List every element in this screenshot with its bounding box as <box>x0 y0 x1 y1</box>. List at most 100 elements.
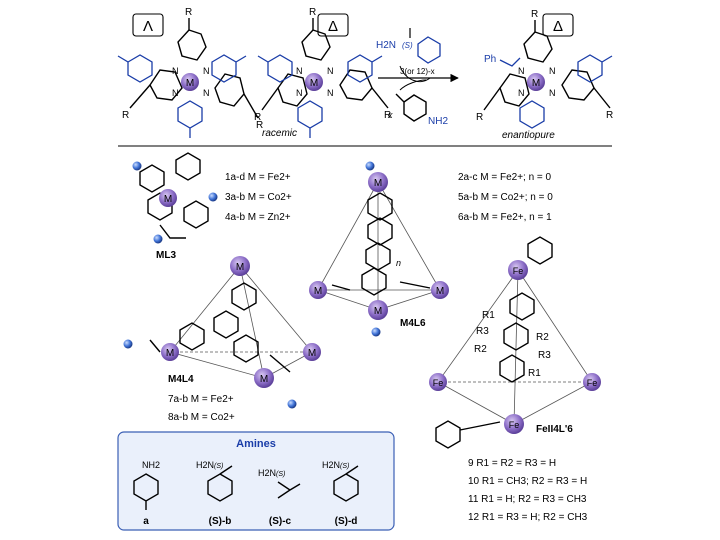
metal-center <box>305 73 323 91</box>
metal-center <box>181 73 199 91</box>
r-substituent: R3 <box>476 326 489 337</box>
series-line: 12 R1 = R3 = H; R2 = CH3 <box>468 512 588 523</box>
svg-text:Fe: Fe <box>433 378 444 388</box>
amine-label: a <box>143 516 149 527</box>
svg-text:(S): (S) <box>340 463 349 470</box>
m4l4-label: M4L4 <box>168 374 194 385</box>
ball-icon <box>287 399 297 409</box>
svg-text:N: N <box>296 88 303 98</box>
top-scheme: Λ Δ Δ R R R N N N N M <box>117 7 613 141</box>
svg-text:M: M <box>308 348 316 359</box>
amine-label: (S)-d <box>335 516 358 527</box>
m4l4-compound-list: 7a-b M = Fe2+ 8a-b M = Co2+ <box>168 394 235 423</box>
svg-text:M: M <box>164 194 172 205</box>
fe-metal <box>429 373 447 391</box>
r-series-list: 9 R1 = R2 = R3 = H 10 R1 = CH3; R2 = R3 … <box>468 458 588 523</box>
lambda-box <box>132 13 164 37</box>
cage-metal <box>161 343 179 361</box>
m4l4-line: 7a-b M = Fe2+ <box>168 394 234 405</box>
svg-text:N: N <box>327 66 334 76</box>
reagent-equiv: 3(or 12)-x <box>400 67 435 76</box>
m4l6-label: M4L6 <box>400 318 426 329</box>
reaction-arrow: H2N (S) 3(or 12)-x x NH2 <box>376 28 459 127</box>
svg-text:M: M <box>374 178 382 189</box>
fe4l6-label: FeII4L'6 <box>536 424 573 435</box>
metal-center <box>527 73 545 91</box>
svg-text:M: M <box>236 262 244 273</box>
svg-text:N: N <box>518 88 525 98</box>
svg-text:R: R <box>384 110 391 121</box>
fe-metal <box>504 414 524 434</box>
svg-text:R: R <box>531 9 538 20</box>
delta-product-label: Δ <box>553 18 563 35</box>
m4l6-structure: M M M M n M4L6 <box>309 161 449 337</box>
svg-text:M: M <box>374 306 382 317</box>
complex-lambda: R R R N N N N M <box>117 7 263 138</box>
cage-metal <box>309 281 327 299</box>
svg-text:H2N: H2N <box>258 468 276 478</box>
reagent-nh2: NH2 <box>428 116 448 127</box>
svg-text:Fe: Fe <box>509 420 520 430</box>
enantiopure-caption: enantiopure <box>502 130 555 141</box>
svg-text:R: R <box>309 7 316 18</box>
m4l6-compound-list: 2a-c M = Fe2+; n = 0 5a-b M = Co2+; n = … <box>458 172 553 223</box>
delta-box <box>317 13 349 37</box>
svg-text:M: M <box>310 78 318 89</box>
delta-product-box <box>542 13 574 37</box>
m4l4-structure: M M M M M4L4 <box>123 256 321 409</box>
svg-text:Fe: Fe <box>513 266 524 276</box>
ml3-line: 3a-b M = Co2+ <box>225 192 292 203</box>
m4l6-line: 5a-b M = Co2+; n = 0 <box>458 192 553 203</box>
ball-icon <box>371 327 381 337</box>
svg-text:M: M <box>314 286 322 297</box>
svg-text:N: N <box>296 66 303 76</box>
amines-title: Amines <box>236 438 276 450</box>
fe4l6-structure: Fe Fe Fe Fe R1 R3 R2 R2 R3 R1 FeII4L'6 <box>429 236 601 449</box>
svg-text:R: R <box>254 112 261 123</box>
svg-text:M: M <box>186 78 194 89</box>
svg-text:R: R <box>122 110 129 121</box>
ph-label: Ph <box>484 54 496 65</box>
m4l4-line: 8a-b M = Co2+ <box>168 412 235 423</box>
ml3-line: 4a-b M = Zn2+ <box>225 212 291 223</box>
r-substituent: R1 <box>482 310 495 321</box>
svg-text:N: N <box>203 66 210 76</box>
svg-text:N: N <box>549 66 556 76</box>
delta-label: Δ <box>328 18 338 35</box>
r-label: R <box>185 7 192 18</box>
ball-icon <box>153 234 163 244</box>
ml3-compound-list: 1a-d M = Fe2+ 3a-b M = Co2+ 4a-b M = Zn2… <box>225 172 292 223</box>
r-substituent: R2 <box>536 332 549 343</box>
svg-text:N: N <box>549 88 556 98</box>
racemic-caption: racemic <box>262 128 297 139</box>
cage-metal <box>230 256 250 276</box>
amine-nh2: NH2 <box>142 460 160 470</box>
r-substituent: R1 <box>528 368 541 379</box>
ball-icon <box>132 161 142 171</box>
svg-text:N: N <box>327 88 334 98</box>
svg-text:M: M <box>166 348 174 359</box>
ml3-label: ML3 <box>156 250 176 261</box>
n-repeat-label: n <box>396 258 401 268</box>
svg-text:H2N: H2N <box>196 460 214 470</box>
lambda-label: Λ <box>143 18 153 35</box>
svg-text:R: R <box>256 120 263 131</box>
series-line: 11 R1 = H; R2 = R3 = CH3 <box>468 494 587 505</box>
series-line: 9 R1 = R2 = R3 = H <box>468 458 556 469</box>
svg-text:N: N <box>203 88 210 98</box>
series-line: 10 R1 = CH3; R2 = R3 = H <box>468 476 587 487</box>
svg-text:(S): (S) <box>276 471 285 478</box>
amines-box: Amines NH2 a H2N (S) (S)-b H2N (S) (S)-c… <box>117 431 395 531</box>
reagent-x: x <box>387 110 393 120</box>
svg-text:M: M <box>260 374 268 385</box>
svg-text:N: N <box>172 88 179 98</box>
cage-metal <box>368 172 388 192</box>
r-substituent: R2 <box>474 344 487 355</box>
ml3-metal <box>159 189 177 207</box>
svg-text:M: M <box>532 78 540 89</box>
svg-text:M: M <box>436 286 444 297</box>
cage-metal <box>254 368 274 388</box>
svg-text:R: R <box>476 112 483 123</box>
ball-icon <box>123 339 133 349</box>
